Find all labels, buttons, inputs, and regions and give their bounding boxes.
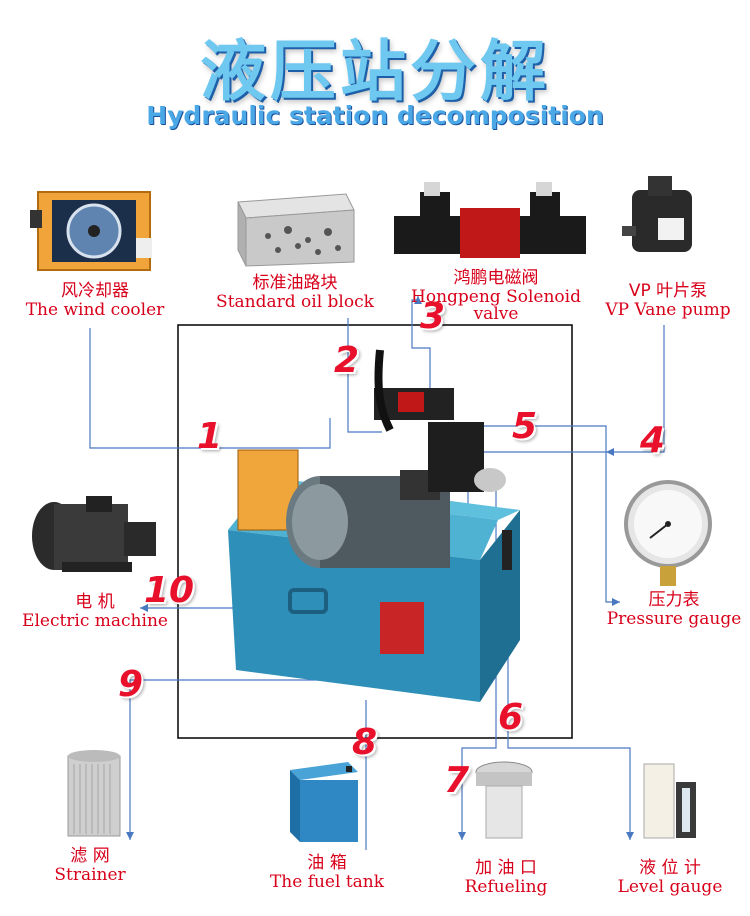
fuel-tank-image [290, 762, 358, 842]
electric-machine-image [32, 496, 156, 572]
label-pressure-gauge: 压力表 Pressure gauge [606, 590, 742, 629]
label-strainer: 滤 网 Strainer [54, 846, 126, 885]
callout-number-4: 4 [640, 420, 666, 461]
vane-pump-image [622, 176, 692, 252]
leader-line-1 [89, 328, 331, 449]
strainer-image [67, 750, 121, 837]
label-vane-pump: VP 叶片泵 VP Vane pump [605, 281, 731, 320]
label-wind-cooler: 风冷却器 The wind cooler [25, 281, 165, 320]
level-gauge-image [643, 763, 696, 839]
central-frame [177, 324, 573, 739]
callout-number-10: 10 [144, 570, 195, 611]
label-refueling: 加 油 口 Refueling [464, 858, 548, 897]
pressure-gauge-image [624, 480, 712, 586]
wind-cooler-image [30, 191, 152, 271]
leader-line-2 [347, 318, 382, 433]
title-chinese: 液压站分解 [200, 32, 550, 110]
oil-block-image [237, 193, 355, 267]
solenoid-valve-image [394, 182, 586, 258]
callout-number-1: 1 [197, 416, 223, 457]
label-solenoid-valve: 鸿鹏电磁阀 Hongpeng Solenoid valve [411, 268, 581, 324]
callout-number-8: 8 [352, 722, 378, 763]
refueling-image [475, 761, 533, 839]
callout-number-7: 7 [444, 760, 470, 801]
callout-number-9: 9 [118, 664, 144, 705]
label-oil-block: 标准油路块 Standard oil block [216, 273, 374, 312]
callout-number-3: 3 [420, 296, 446, 337]
hydraulic-station-image [228, 349, 520, 702]
label-level-gauge: 液 位 计 Level gauge [617, 858, 723, 897]
title-english: Hydraulic station decomposition [146, 101, 604, 130]
callout-number-6: 6 [498, 697, 524, 738]
label-fuel-tank: 油 箱 The fuel tank [269, 853, 385, 892]
leader-line-4 [470, 325, 665, 453]
label-electric-machine: 电 机 Electric machine [22, 592, 168, 631]
callout-number-2: 2 [334, 340, 360, 381]
callout-number-5: 5 [512, 406, 538, 447]
